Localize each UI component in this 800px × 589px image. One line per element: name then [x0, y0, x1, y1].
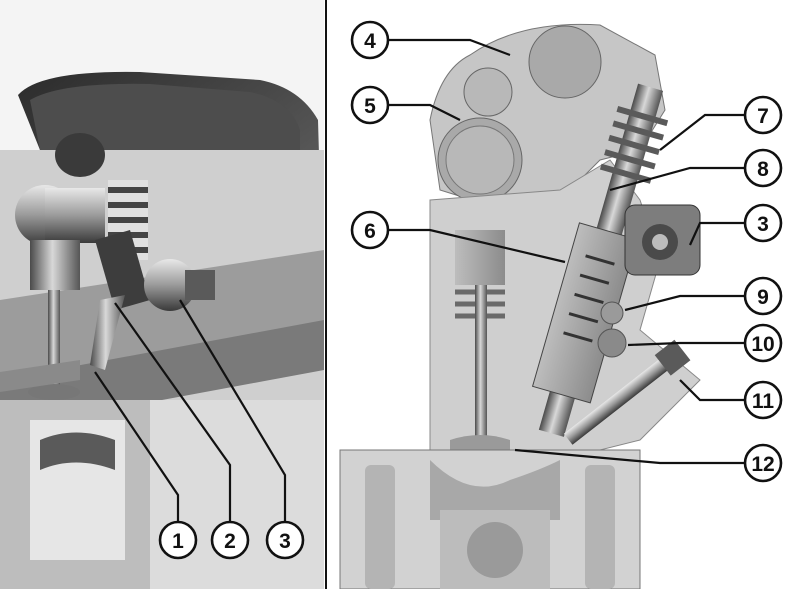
right-panel-illustration: [339, 23, 701, 589]
callout-label: 5: [364, 95, 376, 118]
callout-8: 8: [743, 148, 783, 188]
callout-7: 7: [743, 95, 783, 135]
callout-label: 3: [279, 530, 291, 553]
callout-label: 6: [364, 220, 376, 243]
callout-label: 8: [757, 158, 769, 181]
callout-4: 4: [350, 20, 390, 60]
callout-1: 1: [158, 520, 198, 560]
leader-lines: [94, 38, 745, 522]
callout-2: 2: [210, 520, 250, 560]
callout-label: 7: [757, 105, 769, 128]
callout-label: 9: [757, 286, 769, 309]
callout-label: 2: [224, 530, 236, 553]
callout-label: 12: [751, 453, 774, 476]
callout-9: 9: [743, 276, 783, 316]
callout-10: 10: [743, 323, 783, 363]
callout-label: 11: [752, 390, 775, 413]
callout-label: 3: [757, 213, 769, 236]
callout-12: 12: [743, 443, 783, 483]
callout-label: 10: [751, 333, 774, 356]
callout-3-left: 3: [265, 520, 305, 560]
callout-label: 1: [172, 530, 184, 553]
callout-label: 4: [364, 30, 376, 53]
callout-6: 6: [350, 210, 390, 250]
left-panel-illustration: [0, 0, 324, 589]
callout-11: 11: [743, 380, 783, 420]
callout-3-right: 3: [743, 203, 783, 243]
callout-5: 5: [350, 85, 390, 125]
